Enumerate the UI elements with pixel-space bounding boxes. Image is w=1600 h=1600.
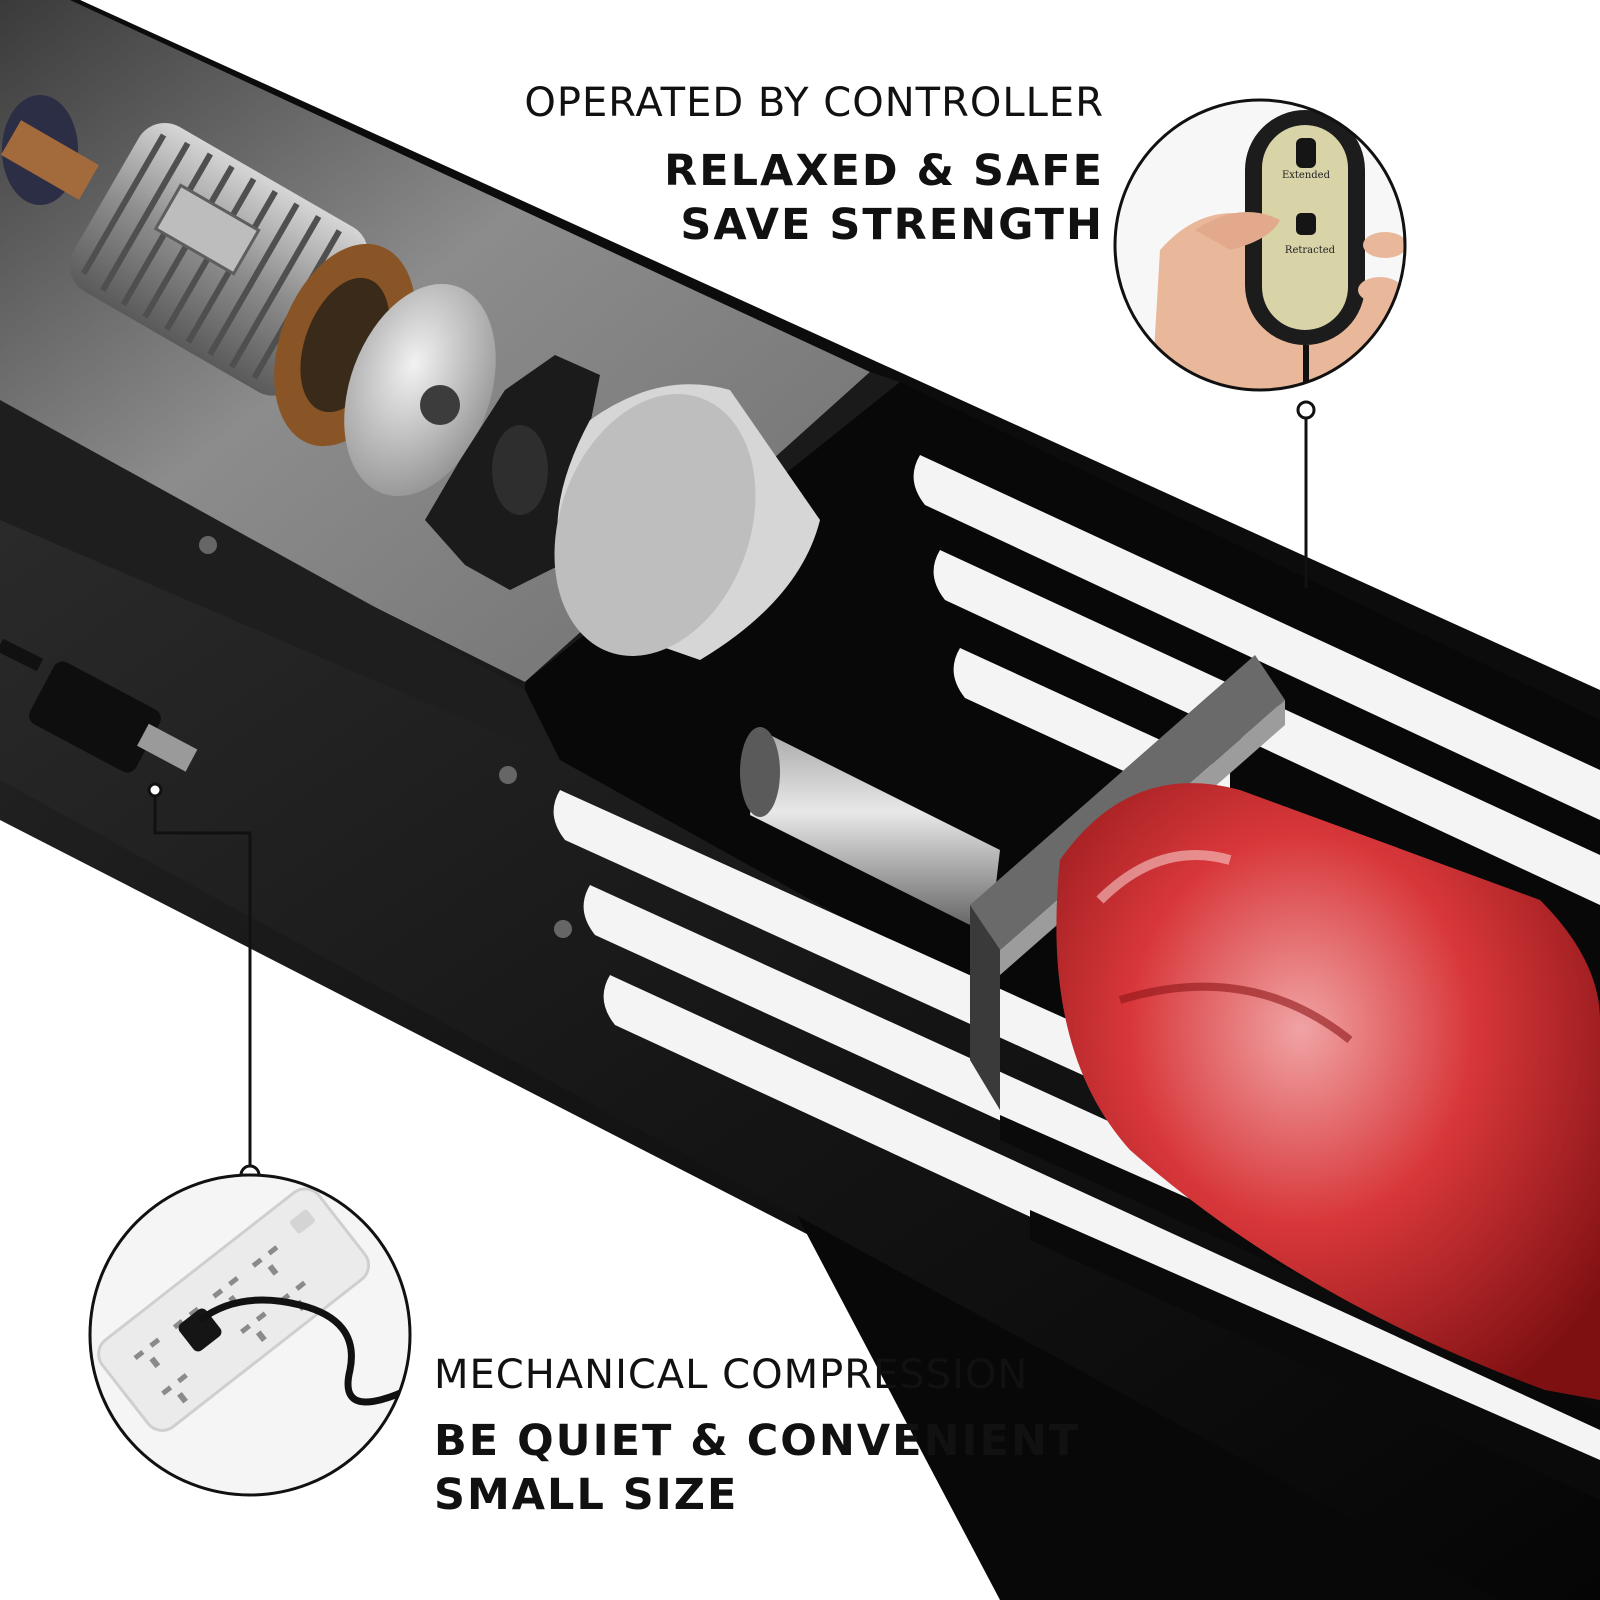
power-plug-icon — [0, 638, 198, 773]
controller-callout-line1: RELAXED & SAFE — [664, 146, 1104, 196]
electric-motor-icon — [1, 95, 496, 497]
controller-callout-line2: SAVE STRENGTH — [680, 200, 1104, 250]
remote-control-icon: Extended Retracted — [1113, 98, 1407, 392]
housing-rivets — [199, 536, 572, 938]
compression-callout-line2: SMALL SIZE — [434, 1470, 739, 1520]
compression-bag — [1056, 783, 1600, 1400]
compression-callout-title: MECHANICAL COMPRESSION — [434, 1352, 1029, 1398]
actuator-rod — [740, 727, 1000, 935]
compression-callout-line1: BE QUIET & CONVENIENT — [434, 1416, 1081, 1466]
callout-connectors — [153, 410, 1308, 1175]
power-strip-icon — [88, 1173, 412, 1497]
remote-retracted-label: Retracted — [1285, 245, 1336, 256]
controller-callout-title: OPERATED BY CONTROLLER — [524, 80, 1104, 126]
remote-extended-label: Extended — [1282, 170, 1331, 181]
fan-shroud — [554, 384, 820, 660]
